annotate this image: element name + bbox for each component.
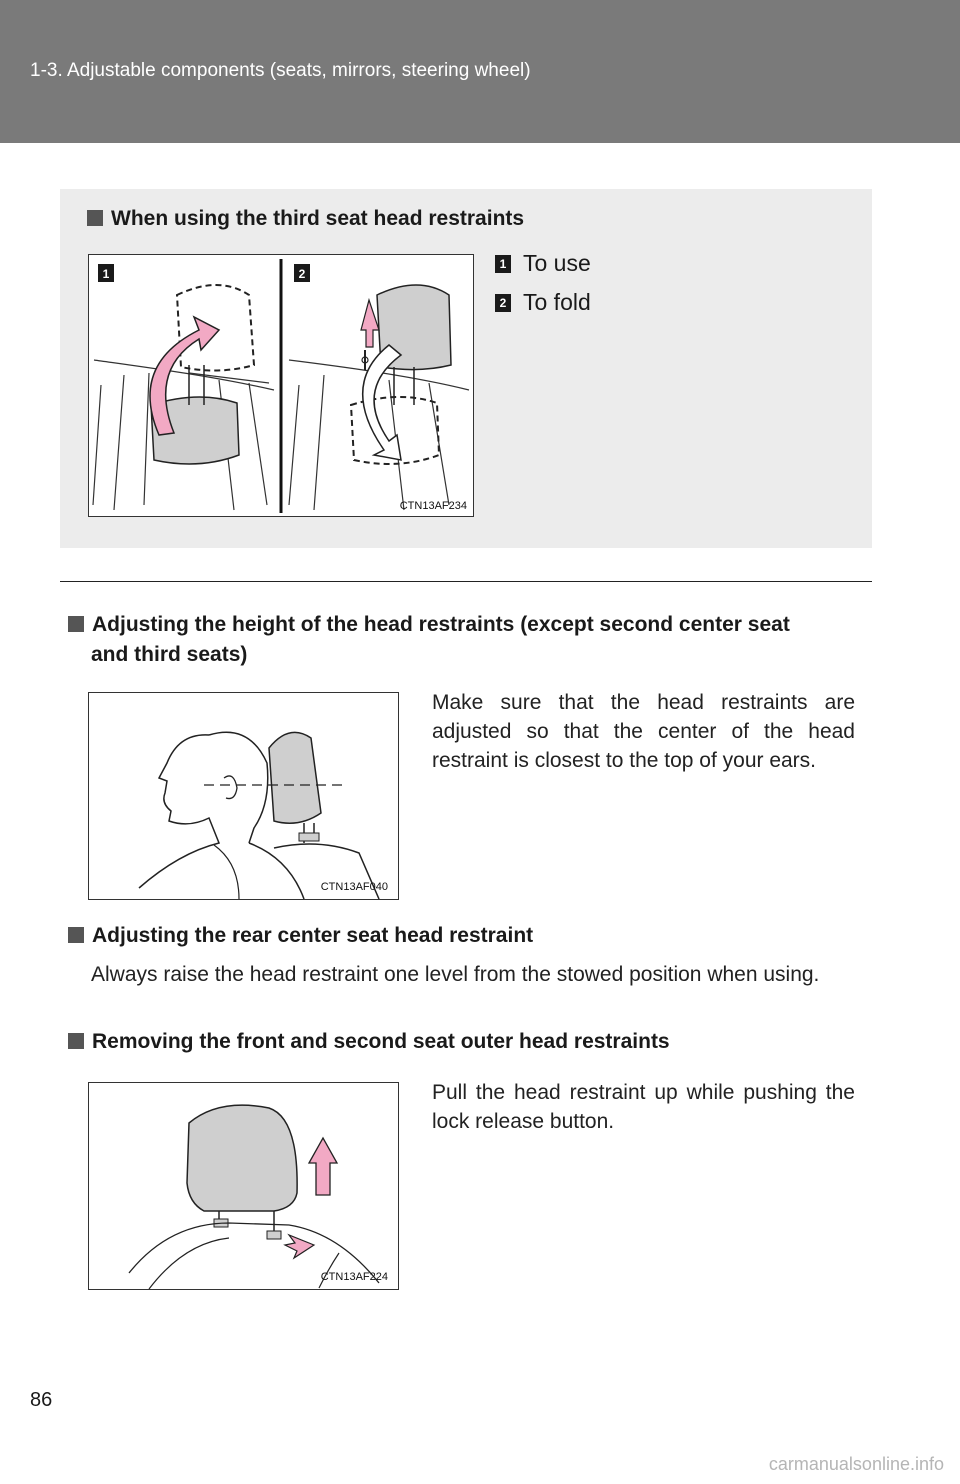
square-bullet-icon	[68, 616, 84, 632]
square-bullet-icon	[68, 1033, 84, 1049]
section-3-text: Pull the head restraint up while pushing…	[432, 1081, 855, 1133]
section-1-title: Adjusting the height of the head restrai…	[68, 608, 868, 642]
step-2-badge: 2	[495, 293, 511, 312]
info-box-title-text: When using the third seat head restraint…	[111, 207, 525, 230]
legend-label: To use	[523, 250, 591, 276]
section-1-title-line2: and third seats)	[91, 643, 248, 666]
section-1-title-line1: Adjusting the height of the head restrai…	[92, 613, 790, 636]
section-2-text: Always raise the head restraint one leve…	[91, 963, 820, 986]
section-2-title-text: Adjusting the rear center seat head rest…	[92, 924, 534, 947]
legend-label: To fold	[523, 289, 591, 315]
head-height-figure: CTN13AF040	[88, 692, 399, 900]
legend-item-to-use: 1 To use	[495, 250, 591, 277]
info-box-title: When using the third seat head restraint…	[87, 202, 524, 236]
figure-code: CTN13AF040	[320, 881, 388, 893]
section-3-title-text: Removing the front and second seat outer…	[92, 1030, 670, 1053]
remove-restraint-illustration	[128, 1104, 380, 1289]
svg-text:1: 1	[103, 267, 110, 281]
figure-code: CTN13AF224	[320, 1271, 388, 1283]
watermark: carmanualsonline.info	[768, 1454, 944, 1474]
section-1-text: Make sure that the head restraints are a…	[432, 691, 855, 772]
svg-text:2: 2	[299, 267, 306, 281]
head-height-illustration	[138, 731, 380, 899]
square-bullet-icon	[87, 210, 103, 226]
page-number: 86	[30, 1389, 53, 1411]
marker-2-icon	[294, 264, 310, 282]
step-1-badge: 1	[495, 254, 511, 273]
section-3-title: Removing the front and second seat outer…	[68, 1025, 670, 1059]
legend-item-to-fold: 2 To fold	[495, 289, 591, 316]
third-seat-figure: 1 2 CTN13AF234	[88, 254, 474, 517]
page-header: 1-3. Adjustable components (seats, mirro…	[0, 0, 960, 143]
remove-restraint-figure: CTN13AF224	[88, 1082, 399, 1290]
marker-1-icon	[98, 264, 114, 282]
section-2-title: Adjusting the rear center seat head rest…	[68, 919, 533, 953]
chapter-title: 1-3. Adjustable components (seats, mirro…	[30, 60, 531, 81]
square-bullet-icon	[68, 927, 84, 943]
third-seat-illustration: 1 2	[92, 259, 470, 513]
figure-code: CTN13AF234	[399, 500, 467, 512]
section-divider	[60, 581, 872, 582]
